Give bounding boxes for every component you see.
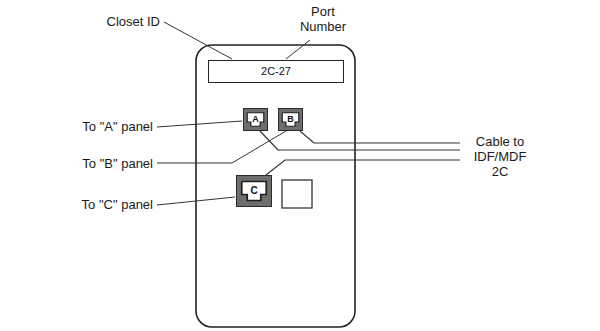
cables [260,131,460,175]
jack-port: A [243,108,268,131]
callout-text: Closet ID [107,14,160,29]
leader-b [157,131,286,163]
label-strip: 2C-27 [208,60,344,83]
callout-label: To "A" panel [30,119,153,134]
callout-label: Cable to IDF/MDF 2C [466,134,534,179]
leader-c [157,197,235,205]
callout-label: To "B" panel [30,156,153,171]
blank-insert [282,180,312,208]
wall-plate [196,45,355,327]
callout-text: Port Number [300,4,346,34]
jack-outline [242,181,266,200]
callout-label: To "C" panel [30,197,153,212]
jack-port: B [278,108,303,131]
cable-c [266,160,460,175]
leader-lines [157,22,310,205]
jack-letter: A [252,115,259,124]
jack-letter: B [287,115,294,124]
cable-a [260,131,460,150]
callout-text: To "A" panel [82,119,153,134]
closet-port-id: 2C-27 [261,66,291,77]
cable-b [300,131,460,143]
leader-port-number [286,40,310,59]
jack-letter: C [250,186,257,196]
callout-text: To "C" panel [82,197,153,212]
callout-text: To "B" panel [82,156,153,171]
jack-outline [282,113,299,126]
callout-label: Closet ID [40,14,160,29]
callout-text: Cable to IDF/MDF 2C [474,134,527,179]
leader-closet-id [164,22,232,59]
jack-port: C [236,175,272,207]
leader-a [157,121,242,127]
jack-outline [247,113,264,126]
callout-label: Port Number [292,4,354,34]
